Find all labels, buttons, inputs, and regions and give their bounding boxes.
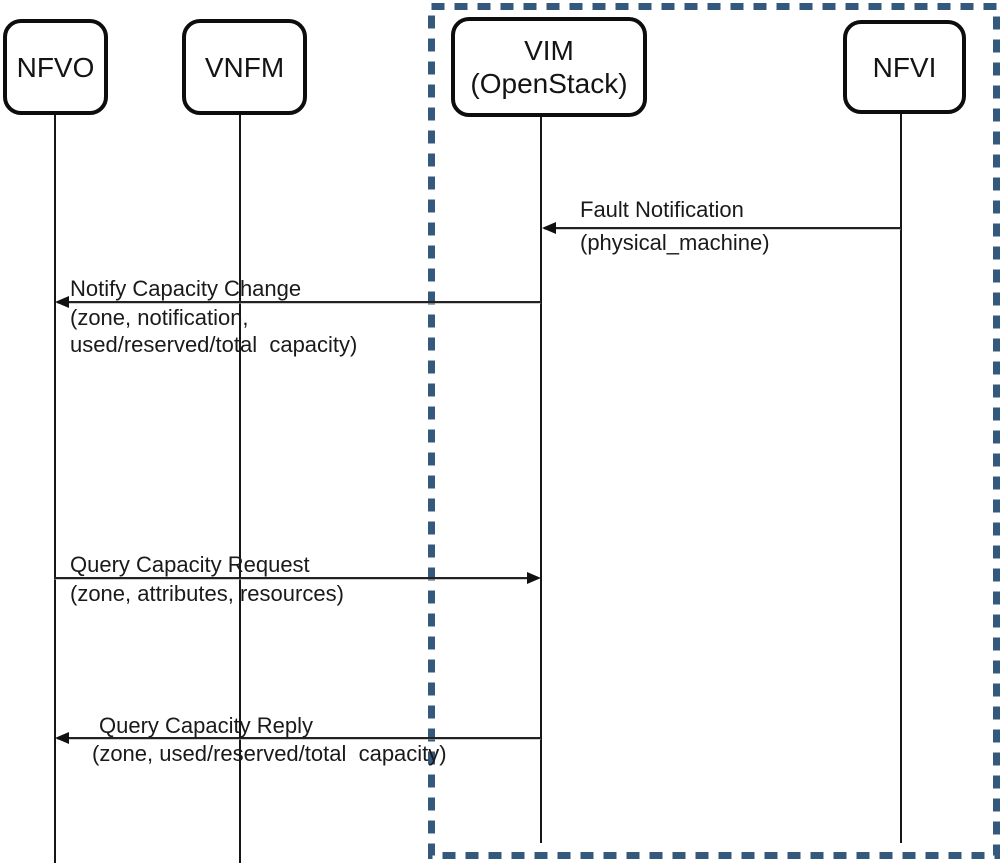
lifeline-vim bbox=[540, 117, 542, 843]
lifeline-nfvi bbox=[900, 114, 902, 843]
message-params: (physical_machine) bbox=[580, 230, 770, 255]
arrowhead-left-icon bbox=[542, 222, 556, 234]
actor-box-nfvi: NFVI bbox=[843, 20, 966, 114]
message-line bbox=[57, 737, 541, 739]
message-title: Notify Capacity Change bbox=[70, 276, 302, 301]
message-title: Query Capacity Reply bbox=[99, 713, 313, 738]
actor-label-vim: VIM (OpenStack) bbox=[470, 35, 628, 99]
message-line bbox=[54, 577, 528, 579]
message-line bbox=[544, 227, 901, 229]
message-params: (zone, notification, used/reserved/total… bbox=[70, 305, 358, 357]
arrowhead-left-icon bbox=[55, 732, 69, 744]
message-line bbox=[57, 301, 541, 303]
actor-box-nfvo: NFVO bbox=[3, 19, 108, 115]
message-title: Query Capacity Request bbox=[70, 552, 310, 577]
lifeline-nfvo bbox=[54, 115, 56, 863]
actor-box-vnfm: VNFM bbox=[182, 19, 307, 115]
message-params: (zone, used/reserved/total capacity) bbox=[92, 741, 447, 766]
vim-nfvi-boundary-rect bbox=[428, 3, 1000, 859]
arrowhead-right-icon bbox=[527, 572, 541, 584]
actor-label-nfvi: NFVI bbox=[872, 51, 937, 83]
actor-label-vnfm: VNFM bbox=[204, 51, 285, 83]
actor-box-vim: VIM (OpenStack) bbox=[451, 17, 647, 117]
lifeline-vnfm bbox=[239, 115, 241, 863]
arrowhead-left-icon bbox=[55, 296, 69, 308]
message-params: (zone, attributes, resources) bbox=[70, 581, 344, 606]
message-title: Fault Notification bbox=[580, 197, 744, 222]
actor-label-nfvo: NFVO bbox=[16, 51, 95, 83]
